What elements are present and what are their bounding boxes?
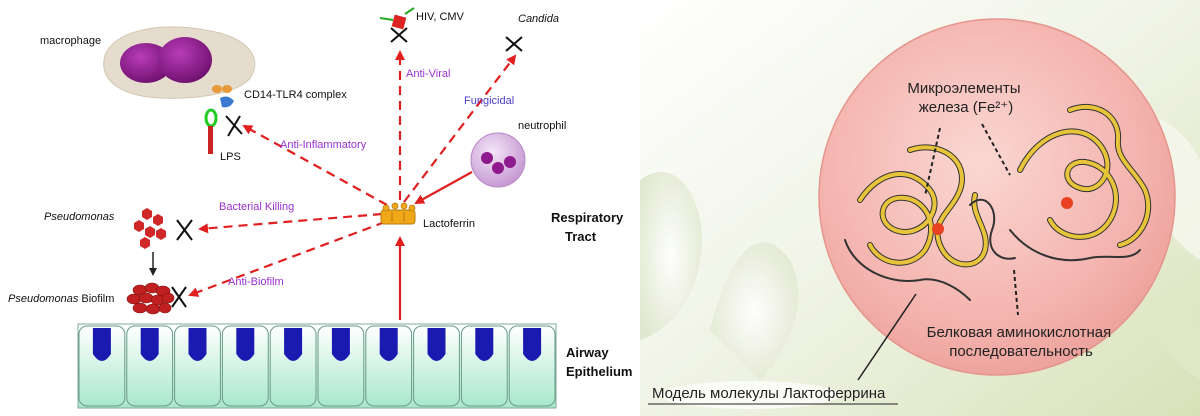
hiv-label: HIV, CMV — [416, 11, 465, 23]
iron-atom-left — [932, 223, 944, 235]
cell-nucleus — [379, 328, 398, 361]
epithelial-cell — [413, 325, 460, 407]
anti-inflammatory-label: Anti-Inflammatory — [280, 139, 367, 151]
lactoferrin-icon — [380, 202, 416, 225]
cell-nucleus — [475, 328, 494, 361]
epithelial-cell — [317, 325, 365, 407]
blocked-x-icon — [225, 115, 243, 137]
lactoferrin-label: Lactoferrin — [423, 218, 475, 230]
epithelial-cell — [221, 325, 269, 407]
pseudomonas-icon — [134, 208, 166, 249]
epithelial-cell — [126, 325, 174, 407]
lps-icon — [204, 108, 218, 154]
cell-nucleus — [427, 328, 446, 361]
epithelial-cell — [365, 325, 413, 407]
anti-viral-label: Anti-Viral — [406, 68, 450, 80]
cell-nucleus — [140, 328, 159, 361]
anti-inflammatory-arrow — [242, 125, 388, 206]
cell-nucleus — [523, 328, 542, 361]
pointer-lines — [924, 123, 1019, 316]
blocked-x-icon — [176, 219, 193, 241]
respiratory-label: Respiratory Tract — [551, 210, 627, 244]
pseudomonas-label: Pseudomonas — [44, 211, 115, 223]
epithelial-cell — [460, 325, 508, 407]
biofilm-label: Pseudomonas Biofilm — [8, 293, 114, 305]
airway-label: Airway Epithelium — [566, 345, 632, 379]
cd14-tlr4-icon — [212, 85, 234, 108]
airway-epithelium — [77, 323, 557, 409]
anti-biofilm-arrow — [188, 220, 386, 297]
caption-pointer — [857, 293, 917, 381]
neutrophil-cell — [470, 132, 526, 188]
cd14-label: CD14-TLR4 complex — [244, 89, 347, 101]
protein-ribbon-left — [844, 144, 1016, 301]
cell-nucleus — [188, 328, 207, 361]
biofilm-icon — [126, 282, 175, 315]
virus-icon — [379, 7, 415, 30]
anti-biofilm-label: Anti-Biofilm — [228, 276, 284, 288]
protein-ribbon-right — [1009, 103, 1152, 262]
epithelial-cell — [269, 325, 317, 407]
lactoferrin-function-diagram: macrophage CD14-TLR4 complex LPS HIV — [8, 7, 632, 409]
arrows — [188, 50, 517, 320]
epithelial-cell — [174, 325, 221, 407]
blocked-x-icon — [390, 27, 408, 43]
blocked-x-icon — [505, 36, 523, 52]
epithelial-cell — [78, 325, 126, 407]
macrophage-cell — [103, 26, 256, 99]
lps-label: LPS — [220, 151, 241, 163]
blocked-x-icon — [171, 286, 187, 308]
neutrophil-arrow — [414, 171, 473, 204]
cell-nucleus — [331, 328, 350, 361]
protein-label: Белковая аминокислотная последовательнос… — [927, 324, 1116, 360]
iron-atom-right — [1061, 197, 1073, 209]
candida-label: Candida — [518, 13, 559, 25]
cell-nucleus — [284, 328, 303, 361]
cell-nucleus — [92, 328, 111, 361]
bacterial-killing-arrow — [198, 212, 383, 234]
macrophage-label: macrophage — [40, 35, 101, 47]
epithelial-cell — [508, 325, 556, 407]
cell-nucleus — [236, 328, 255, 361]
lactoferrin-molecule-image: Микроэлементы железа (Fe²⁺) Белковая ами… — [640, 0, 1200, 416]
bacterial-killing-label: Bacterial Killing — [219, 201, 294, 213]
molecule-caption: Модель молекулы Лактоферрина — [652, 385, 886, 402]
molecule-sphere — [818, 18, 1176, 376]
fungicidal-label: Fungicidal — [464, 95, 514, 107]
iron-label: Микроэлементы железа (Fe²⁺) — [907, 80, 1024, 116]
fungicidal-arrow — [403, 54, 517, 203]
neutrophil-label: neutrophil — [518, 120, 566, 132]
